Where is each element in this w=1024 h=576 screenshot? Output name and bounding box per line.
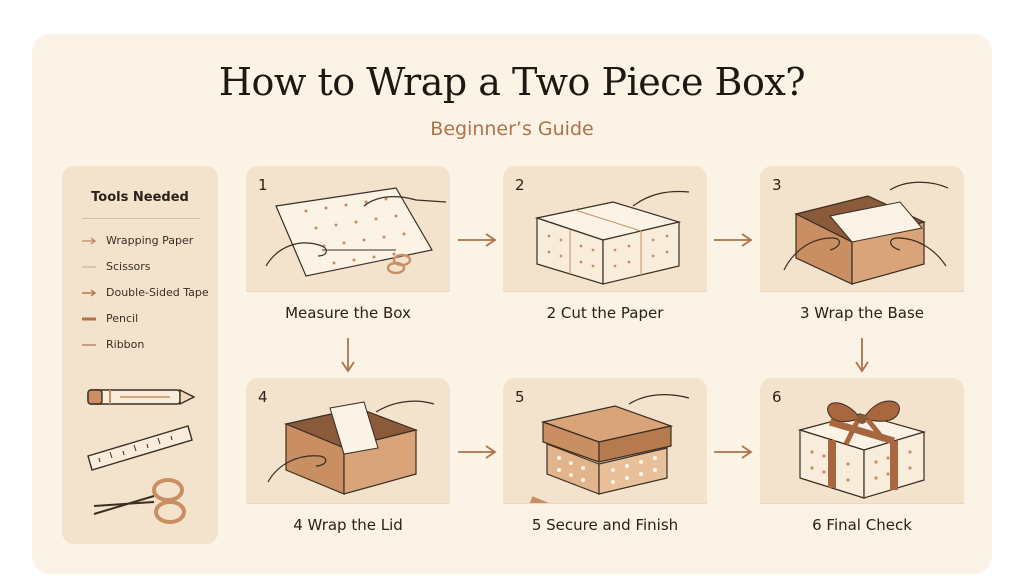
step-label: 4 Wrap the Lid <box>293 516 403 534</box>
tool-label: Pencil <box>106 312 139 325</box>
tool-label: Ribbon <box>106 338 145 351</box>
step-label: 2 Cut the Paper <box>546 304 664 322</box>
arrow-right-icon <box>458 233 497 247</box>
pencil-icon <box>87 388 196 406</box>
step-card-5: 5 5 Secure and Finish <box>503 378 707 542</box>
step-card-4: 4 4 Wrap the Lid <box>246 378 450 542</box>
cut-paper-illustration <box>534 190 690 285</box>
tool-label: Wrapping Paper <box>106 234 194 247</box>
step-label-band <box>503 503 707 542</box>
step-number: 3 <box>772 176 782 194</box>
step-label: 6 Final Check <box>812 516 912 534</box>
step-card-3: 3 3 Wrap the Base <box>760 166 964 330</box>
scissors-icon <box>93 478 186 524</box>
thin-line-icon <box>82 266 96 267</box>
tools-title: Tools Needed <box>91 190 189 205</box>
page-subtitle: Beginner’s Guide <box>430 118 594 140</box>
step-number: 4 <box>258 388 268 406</box>
step-number: 1 <box>258 176 268 194</box>
ruler-icon <box>87 425 193 471</box>
tool-item-tape: Double-Sided Tape <box>82 286 209 299</box>
line-icon <box>82 343 96 346</box>
measure-illustration <box>265 187 447 277</box>
step-card-1: 1 Measure the Box <box>246 166 450 330</box>
tool-item-wrapping-paper: Wrapping Paper <box>82 234 193 247</box>
step-label: Measure the Box <box>285 304 411 322</box>
final-check-illustration <box>797 400 927 499</box>
tool-label: Double-Sided Tape <box>106 286 209 299</box>
step-label-band <box>246 291 450 330</box>
tool-label: Scissors <box>106 260 151 273</box>
wrap-lid-illustration <box>267 400 435 495</box>
step-label-band <box>760 503 964 542</box>
thick-line-icon <box>82 317 96 320</box>
step-label: 5 Secure and Finish <box>531 516 679 534</box>
arrow-down-icon <box>341 338 355 373</box>
tool-item-pencil: Pencil <box>82 312 138 325</box>
arrow-right-icon <box>714 233 753 247</box>
arrow-dash-icon <box>82 237 96 244</box>
wrap-base-illustration <box>783 181 949 285</box>
arrow-right-icon <box>714 445 753 459</box>
arrow-right-icon <box>458 445 497 459</box>
step-label-band <box>246 503 450 542</box>
tools-divider <box>82 218 200 219</box>
tools-illustration <box>87 388 196 524</box>
tools-panel: Tools Needed Wrapping Paper Scissors Dou… <box>62 166 218 544</box>
step-label: 3 Wrap the Base <box>799 304 925 322</box>
step-card-2: 2 2 Cut the Paper <box>503 166 707 330</box>
page-title: How to Wrap a Two Piece Box? <box>218 60 806 104</box>
step-number: 6 <box>772 388 782 406</box>
arrow-down-icon <box>855 338 869 373</box>
step-label-band <box>760 291 964 330</box>
step-number: 5 <box>515 388 525 406</box>
step-label-band <box>503 291 707 330</box>
step-card-6: 6 6 Final Check <box>760 378 964 542</box>
tool-item-ribbon: Ribbon <box>82 338 144 351</box>
arrow-icon <box>82 288 97 297</box>
tool-item-scissors: Scissors <box>82 260 151 273</box>
step-number: 2 <box>515 176 525 194</box>
